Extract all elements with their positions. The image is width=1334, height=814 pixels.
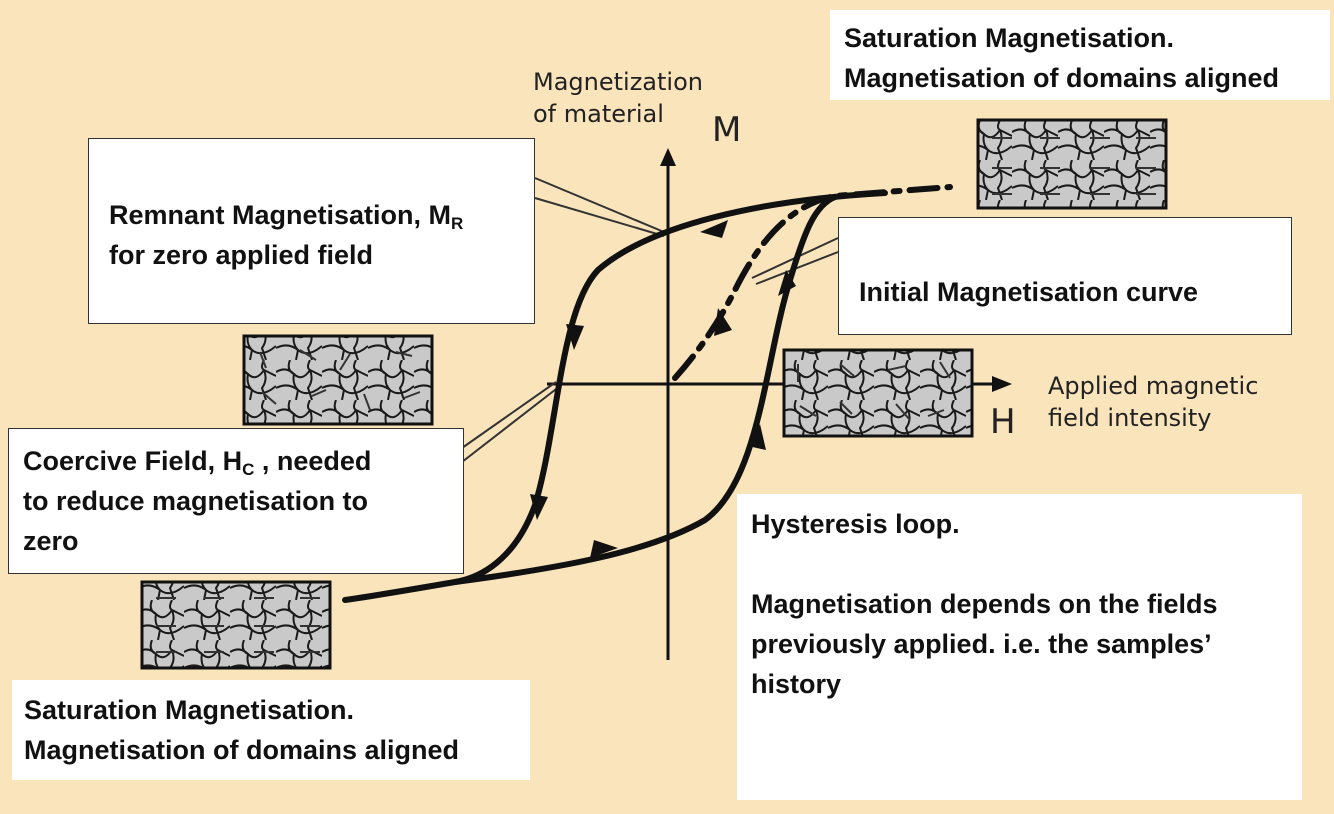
- m-axis-arrowhead: [660, 148, 676, 166]
- ascending-branch: [452, 194, 838, 585]
- initial-curve-callout: Initial Magnetisation curve: [838, 217, 1292, 335]
- remnant-callout: Remnant Magnetisation, MR for zero appli…: [88, 138, 535, 324]
- hysteresis-body-line2: previously applied. i.e. the samples’: [751, 629, 1212, 659]
- domain-sample-bottom-left: [140, 580, 332, 670]
- m-axis-symbol: M: [712, 110, 742, 150]
- remnant-leader: [534, 177, 665, 233]
- saturation-bottom-callout: Saturation Magnetisation. Magnetisation …: [12, 680, 530, 780]
- domain-sample-demagnetised: [782, 348, 974, 438]
- h-axis-title-line2: field intensity: [1048, 404, 1212, 432]
- domain-sample-remnant: [242, 334, 434, 426]
- saturation-top-callout: Saturation Magnetisation. Magnetisation …: [830, 10, 1330, 100]
- coercive-line1: Coercive Field, HC , needed: [23, 441, 463, 481]
- arrow-bottom: [590, 540, 618, 558]
- saturation-bottom-line2: Magnetisation of domains aligned: [24, 735, 460, 765]
- coercive-line3: zero: [23, 526, 79, 556]
- saturation-top-line2: Magnetisation of domains aligned: [844, 63, 1280, 93]
- remnant-leader-2: [534, 197, 665, 237]
- descending-branch: [342, 190, 888, 603]
- h-axis-arrowhead: [992, 376, 1012, 392]
- m-axis-title: Magnetization of material: [533, 66, 703, 130]
- remnant-subscript: R: [451, 214, 464, 233]
- remnant-line2: for zero applied field: [109, 240, 374, 270]
- arrow-right-upper: [778, 270, 796, 296]
- coercive-callout: Coercive Field, HC , needed to reduce ma…: [8, 428, 464, 574]
- m-axis-title-line1: Magnetization: [533, 68, 703, 96]
- arrow-top: [700, 220, 728, 238]
- coercive-leader: [461, 385, 561, 463]
- coercive-line2: to reduce magnetisation to: [23, 486, 369, 516]
- arrow-left-lower: [530, 494, 548, 520]
- hysteresis-body-line1: Magnetisation depends on the fields: [751, 589, 1218, 619]
- coercive-line1-tail: , needed: [254, 446, 372, 476]
- arrow-initial: [714, 308, 732, 336]
- h-axis-title: Applied magnetic field intensity: [1048, 370, 1258, 434]
- coercive-leader-2: [461, 381, 557, 449]
- remnant-line1-text: Remnant Magnetisation, M: [109, 200, 452, 230]
- hysteresis-title: Hysteresis loop.: [751, 509, 960, 539]
- hysteresis-body-line3: history: [751, 669, 842, 699]
- hysteresis-callout: Hysteresis loop. Magnetisation depends o…: [737, 494, 1302, 800]
- h-axis-title-line1: Applied magnetic: [1048, 372, 1259, 400]
- arrow-right-lower: [748, 424, 766, 450]
- arrow-left-upper: [566, 324, 584, 350]
- saturation-top-line1: Saturation Magnetisation.: [844, 23, 1175, 53]
- initial-curve-leader-2: [755, 251, 839, 285]
- saturation-bottom-line1: Saturation Magnetisation.: [24, 695, 355, 725]
- initial-magnetisation-curve: [672, 184, 953, 381]
- coercive-line1-text: Coercive Field, H: [23, 446, 243, 476]
- remnant-line1: Remnant Magnetisation, MR: [109, 195, 534, 235]
- hysteresis-spacer: [751, 544, 1302, 584]
- h-axis-symbol: H: [990, 402, 1016, 442]
- initial-curve-text: Initial Magnetisation curve: [859, 277, 1199, 307]
- m-axis-title-line2: of material: [533, 100, 664, 128]
- coercive-subscript: C: [242, 460, 255, 479]
- domain-sample-top-right: [976, 118, 1168, 210]
